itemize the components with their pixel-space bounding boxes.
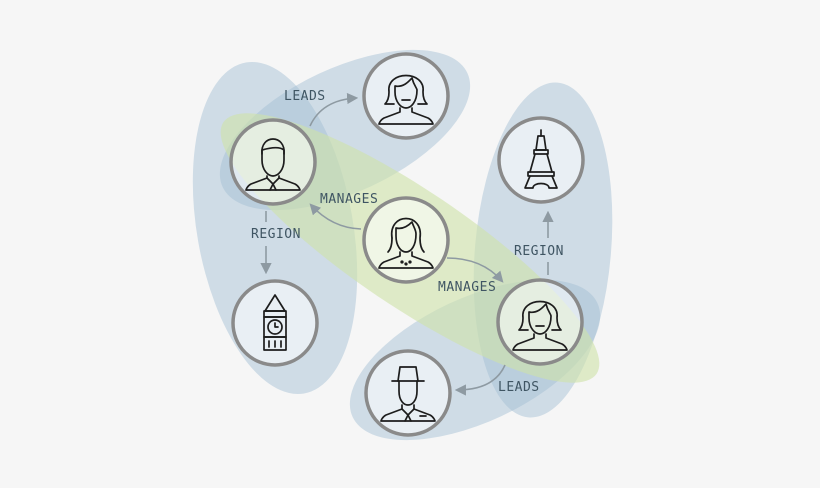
edge-labels: LEADS MANAGES REGION MANAGES REGION LEAD… [251,89,564,395]
big-ben-icon [263,294,287,351]
businessman-icon [245,138,301,191]
edge-label-region-left: REGION [251,227,301,242]
edge-leads-bottom [454,364,506,396]
node-eiffel[interactable] [497,116,585,204]
node-man-left[interactable] [229,118,317,206]
node-woman-top[interactable] [362,52,450,140]
edge-label-manages-right: MANAGES [438,280,496,295]
edge-manages-right [446,257,504,283]
woman-icon [378,74,434,125]
node-big-ben[interactable] [231,279,319,367]
node-man-bottom[interactable] [364,349,452,437]
eiffel-tower-icon [524,129,558,189]
node-woman-right[interactable] [496,278,584,366]
edge-label-leads-bottom: LEADS [498,380,540,395]
businesswoman-icon [378,217,434,269]
edges [260,92,554,396]
woman-icon [512,300,568,351]
edge-manages-left [309,203,362,230]
edge-label-region-right: REGION [514,244,564,259]
edge-leads-top [309,92,359,127]
edge-label-manages-left: MANAGES [320,192,378,207]
node-woman-center[interactable] [362,196,450,284]
edge-label-leads-top: LEADS [284,89,326,104]
man-hat-icon [380,366,436,422]
